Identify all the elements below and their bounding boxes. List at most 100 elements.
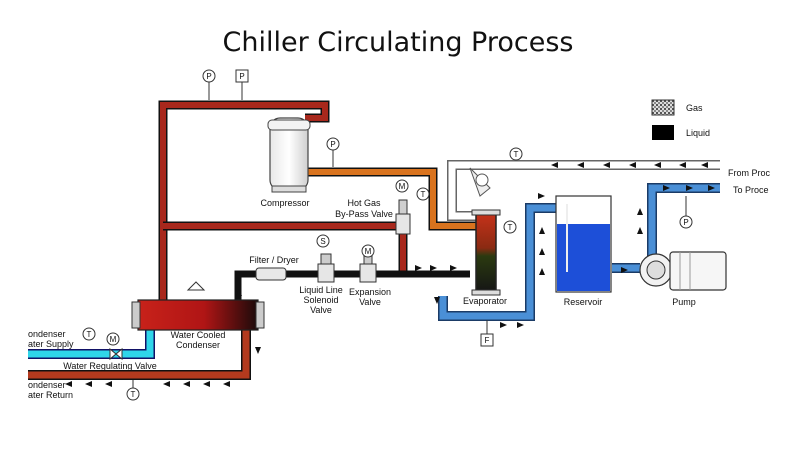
arrow-liquid-1	[415, 265, 422, 271]
arrow-to-process-2	[686, 185, 693, 191]
condenser-supply-label-2: ater Supply	[28, 339, 74, 349]
pump	[639, 251, 727, 291]
arrow-from-process-4	[629, 162, 636, 168]
from-process-pipe	[447, 160, 720, 221]
filter-dryer-label: Filter / Dryer	[249, 255, 299, 265]
hot-gas-bypass-valve	[395, 199, 411, 235]
arrow-chilled-up-3	[539, 227, 545, 234]
arrow-from-process-7	[551, 162, 558, 168]
compressor	[267, 117, 311, 193]
arrow-from-process-6	[577, 162, 584, 168]
chilled-water-pipe	[438, 183, 720, 321]
expansion-label-1: Expansion	[349, 287, 391, 297]
arrow-reservoir-right	[621, 267, 628, 273]
expansion-valve	[359, 255, 377, 283]
hot-gas-label-1: Hot Gas	[347, 198, 381, 208]
pressure-gauge-pump: P	[679, 196, 693, 229]
svg-text:T: T	[514, 150, 519, 159]
motor-expansion-valve: M	[361, 244, 375, 258]
arrow-return-5	[105, 381, 112, 387]
condenser-label-2: Condenser	[176, 340, 220, 350]
arrow-pump-up	[637, 227, 643, 234]
flow-switch: F	[480, 320, 494, 347]
condenser-supply-label-1: ondenser	[28, 329, 66, 339]
diagram-title: Chiller Circulating Process	[223, 27, 574, 58]
water-regulating-valve	[109, 347, 123, 361]
temperature-sensor-suction: T	[416, 187, 430, 201]
svg-text:P: P	[239, 72, 244, 81]
svg-text:S: S	[320, 237, 325, 246]
svg-text:T: T	[508, 223, 513, 232]
legend-gas-label: Gas	[686, 103, 703, 113]
legend-gas-swatch	[651, 99, 675, 116]
arrow-chilled-up-2	[539, 248, 545, 255]
legend-liquid-swatch	[652, 125, 674, 140]
legend: Gas Liquid	[651, 99, 710, 140]
arrow-return-3	[183, 381, 190, 387]
water-regulating-valve-label: Water Regulating Valve	[63, 361, 157, 371]
arrow-chilled-up-1	[539, 268, 545, 275]
flow-arrows	[65, 162, 715, 387]
strainer	[469, 167, 491, 197]
suction-pipe	[303, 167, 476, 231]
arrow-to-process-3	[708, 185, 715, 191]
relief-valve	[186, 281, 206, 291]
arrow-chilled-bottom-2	[517, 322, 524, 328]
arrow-return-7	[65, 381, 72, 387]
solenoid-label-3: Valve	[310, 305, 332, 315]
solenoid-coil: S	[316, 234, 330, 248]
reservoir	[555, 195, 612, 293]
temperature-sensor-return: T	[509, 147, 523, 161]
arrow-pump-up-2	[637, 208, 643, 215]
svg-text:P: P	[206, 72, 211, 81]
solenoid-label-1: Liquid Line	[299, 285, 343, 295]
from-process-label: From Proc	[728, 168, 771, 178]
legend-liquid-label: Liquid	[686, 128, 710, 138]
arrow-return-4	[163, 381, 170, 387]
arrow-return-6	[85, 381, 92, 387]
pump-label: Pump	[672, 297, 696, 307]
arrow-return-1	[223, 381, 230, 387]
svg-text:M: M	[110, 335, 117, 344]
temperature-sensor-evaporator: T	[503, 220, 517, 234]
arrow-return-2	[203, 381, 210, 387]
hot-gas-label-2: By-Pass Valve	[335, 209, 393, 219]
pressure-gauge-suction: P	[326, 137, 340, 167]
arrow-chilled-right	[538, 193, 545, 199]
motor-hot-gas-valve: M	[395, 179, 409, 193]
svg-text:M: M	[399, 182, 406, 191]
svg-text:T: T	[131, 390, 136, 399]
pressure-switch-discharge: P	[235, 69, 249, 100]
expansion-label-2: Valve	[359, 297, 381, 307]
condenser-label-1: Water Cooled	[171, 330, 226, 340]
arrow-condenser-up	[236, 289, 242, 296]
liquid-line-solenoid-valve	[317, 253, 335, 283]
arrow-chilled-bottom-1	[500, 322, 507, 328]
filter-dryer	[255, 267, 287, 281]
arrow-evap-down	[434, 297, 440, 304]
motor-water-regulating-valve: M	[106, 332, 120, 346]
pressure-gauge-discharge-1: P	[202, 69, 216, 100]
solenoid-label-2: Solenoid	[303, 295, 338, 305]
svg-text:F: F	[485, 336, 490, 345]
condenser-water-supply-pipe	[28, 330, 155, 359]
condenser-water-return-pipe	[28, 330, 251, 380]
arrow-from-process-5	[603, 162, 610, 168]
compressor-label: Compressor	[260, 198, 309, 208]
arrow-from-process-2	[679, 162, 686, 168]
arrow-liquid-2	[430, 265, 437, 271]
arrow-liquid-3	[450, 265, 457, 271]
reservoir-label: Reservoir	[564, 297, 603, 307]
arrow-to-process-1	[663, 185, 670, 191]
to-process-label: To Proce	[733, 185, 769, 195]
arrow-return-down	[255, 347, 261, 354]
temperature-sensor-condenser-return: T	[126, 380, 140, 401]
svg-text:M: M	[365, 247, 372, 256]
hot-gas-pipe	[158, 100, 408, 300]
arrow-from-process-3	[654, 162, 661, 168]
svg-text:P: P	[683, 218, 688, 227]
svg-text:T: T	[87, 330, 92, 339]
svg-text:T: T	[421, 190, 426, 199]
condenser-return-label-1: ondenser	[28, 380, 66, 390]
